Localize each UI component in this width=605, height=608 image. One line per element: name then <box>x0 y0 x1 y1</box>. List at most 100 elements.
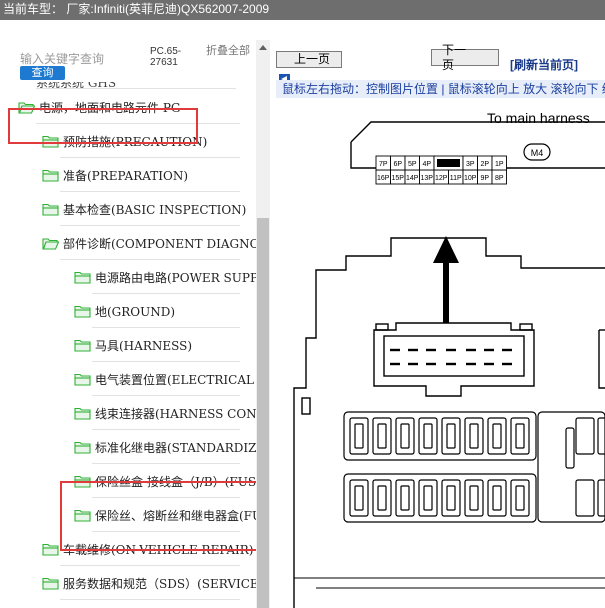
connector-inner <box>383 335 525 377</box>
connector-key-mark <box>437 159 460 167</box>
connector-housing <box>373 322 535 397</box>
pin-label: 14P <box>406 175 419 182</box>
tree-separator <box>60 157 240 158</box>
fuse-slot <box>446 485 456 511</box>
next-page-label: 下一页 <box>442 42 467 72</box>
fuse-slot <box>377 485 387 511</box>
tree-item[interactable]: 电气装置位置(ELECTRICAL UNITS LOCATION) <box>74 362 256 396</box>
terminal-dashes <box>390 348 512 366</box>
tree-item-label: 保险丝、熔断丝和继电器盒(FUSE, FUSIBLE LINK AND RELA… <box>95 508 256 523</box>
tree-item[interactable]: 服务数据和规范（SDS）(SERVICE DATA AND SPECIFICAT… <box>42 566 256 600</box>
pin-label: 15P <box>392 175 405 182</box>
tree-item[interactable]: 线束连接器(HARNESS CONNECTOR) <box>74 396 256 430</box>
scroll-up-arrow-icon[interactable] <box>256 40 270 54</box>
prev-page-label: 上一页 <box>294 52 331 66</box>
fuse-slot <box>515 423 525 449</box>
tree-partial-item[interactable]: 系统系统 GHS <box>36 82 117 90</box>
tree-separator <box>92 497 240 498</box>
fuse-slot <box>487 417 507 455</box>
tree-item[interactable]: 部件诊断(COMPONENT DIAGNOSIS) <box>42 226 256 260</box>
tree-separator <box>92 395 240 396</box>
tree-separator <box>92 463 240 464</box>
vertical-scrollbar[interactable] <box>256 40 270 608</box>
tree-item[interactable]: 保险丝、熔断丝和继电器盒(FUSE, FUSIBLE LINK AND RELA… <box>74 498 256 532</box>
fuse-slot <box>343 411 537 461</box>
search-input[interactable] <box>18 50 144 68</box>
viewer-nav: 上一页 下一页 [刷新当前页] <box>276 40 605 85</box>
folder-icon <box>74 271 91 284</box>
fuse-slot <box>575 417 595 455</box>
pin-label: 2P <box>480 161 489 168</box>
tree-separator <box>60 259 240 260</box>
callout-outline-lower <box>350 142 605 169</box>
collapse-all-link[interactable]: 折叠全部 <box>206 45 250 57</box>
tree-item-label: 线束连接器(HARNESS CONNECTOR) <box>95 406 256 421</box>
prev-page-button[interactable]: 上一页 <box>276 51 342 85</box>
fuse-slot <box>515 485 525 511</box>
fuse-slot <box>464 417 484 455</box>
fuse-slot <box>575 479 595 517</box>
pin-label: 12P <box>435 175 448 182</box>
fuse-slot <box>423 423 433 449</box>
tree-separator <box>60 225 240 226</box>
tree-item-label: 电源，地面和电路元件 PG <box>39 100 181 115</box>
tree-separator <box>60 191 240 192</box>
next-page-button[interactable]: 下一页 <box>431 43 499 72</box>
vehicle-title: 当前车型： 厂家:Infiniti(英菲尼迪)QX562007-2009 <box>3 2 270 16</box>
tree-item[interactable]: 标准化继电器(STANDARDIZED RELAY) <box>74 430 256 464</box>
scrollbar-thumb[interactable] <box>257 218 269 608</box>
folder-icon <box>42 577 59 590</box>
tree-item-label: 马具(HARNESS) <box>95 338 193 353</box>
tree-item-label: 基本检查(BASIC INSPECTION) <box>63 202 247 217</box>
search-row: 查询 PC.65-27631 折叠全部 <box>0 20 272 82</box>
tree-item-label: 电气装置位置(ELECTRICAL UNITS LOCATION) <box>95 372 256 387</box>
fuse-slot <box>372 479 392 517</box>
fuse-slot <box>510 417 530 455</box>
tree-separator <box>92 531 240 532</box>
housing-top-outline <box>315 237 605 318</box>
tree-item-label: 电源路由电路(POWER SUPPLY ROUTING CIRCUIT) <box>95 270 256 285</box>
callout-outline <box>350 121 605 143</box>
tree-item[interactable]: 马具(HARNESS) <box>74 328 192 362</box>
pin-label: 4P <box>422 161 431 168</box>
fuse-slot <box>464 479 484 517</box>
fuse-slot <box>565 427 575 469</box>
fuse-slot <box>487 479 507 517</box>
pin-label: 1P <box>495 161 504 168</box>
left-panel: 查询 PC.65-27631 折叠全部 系统系统 GHS 电源，地面和电路元件 … <box>0 20 272 608</box>
folder-icon <box>74 305 91 318</box>
highlight-box <box>8 108 198 144</box>
query-button[interactable]: 查询 <box>20 66 65 80</box>
tree-separator <box>92 361 240 362</box>
tree-item[interactable]: 地(GROUND) <box>74 294 175 328</box>
viewer-panel: 上一页 下一页 [刷新当前页] 鼠标左右拖动：控制图片位置 | 鼠标滚轮向上 放… <box>276 40 605 608</box>
fuse-slot <box>343 473 537 523</box>
tree-item-label: 部件诊断(COMPONENT DIAGNOSIS) <box>63 236 256 251</box>
fuse-slot <box>400 423 410 449</box>
tree-item[interactable]: 电源，地面和电路元件 PG <box>18 90 180 124</box>
tree-item-label: 准备(PREPARATION) <box>63 168 188 183</box>
tree-separator <box>36 88 236 89</box>
tree-item[interactable]: 电源路由电路(POWER SUPPLY ROUTING CIRCUIT) <box>74 260 256 294</box>
folder-icon <box>74 407 91 420</box>
tree-separator <box>92 429 240 430</box>
fuse-slot <box>469 423 479 449</box>
tree-separator <box>60 565 240 566</box>
tree-item[interactable]: 基本检查(BASIC INSPECTION) <box>42 192 246 226</box>
fuse-box-diagram[interactable]: To main harness <box>276 98 605 608</box>
fuse-slot <box>372 417 392 455</box>
pin-label: 9P <box>480 175 489 182</box>
fuse-slot <box>349 417 369 455</box>
tree-item-label: 预防措施(PRECAUTION) <box>63 134 208 149</box>
refresh-page-link[interactable]: [刷新当前页] <box>510 58 578 72</box>
tree-view: 系统系统 GHS 电源，地面和电路元件 PG 预防措施(PRECAUTION) 准备… <box>0 82 256 608</box>
fuse-slot <box>395 479 415 517</box>
tree-item-label: 服务数据和规范（SDS）(SERVICE DATA AND SPECIFICAT… <box>63 576 256 591</box>
pin-label: 7P <box>379 161 388 168</box>
tree-item[interactable]: 准备(PREPARATION) <box>42 158 188 192</box>
tree-separator <box>92 327 240 328</box>
housing-left-outline <box>293 318 317 608</box>
folder-icon <box>74 441 91 454</box>
fuse-slot <box>597 417 605 455</box>
